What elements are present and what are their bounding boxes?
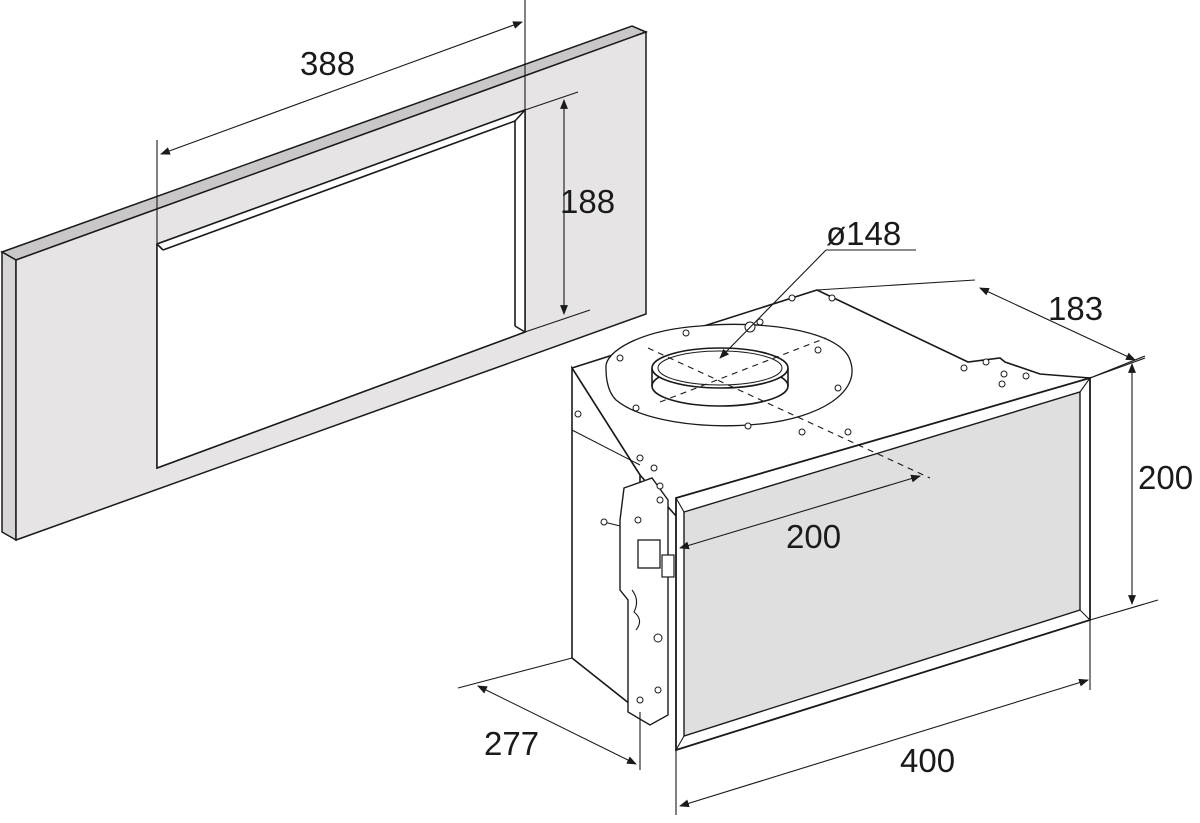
dimension-400: 400 <box>675 620 1091 815</box>
dimension-200-offset: 200 <box>679 474 921 555</box>
bracket-latch <box>637 539 661 569</box>
dimension-diameter-148: ø148 <box>719 215 916 359</box>
dim-183-label: 183 <box>1048 290 1103 327</box>
dimension-388: 388 <box>156 0 526 244</box>
dimension-200-height: 200 <box>1089 355 1193 621</box>
panel-side-edge <box>1 250 17 542</box>
dim-200-offset-label: 200 <box>786 518 841 555</box>
dim-277-label: 277 <box>484 725 539 762</box>
dim-200-height-label: 200 <box>1138 459 1193 496</box>
duct-centerlines <box>647 337 931 479</box>
cabinet-panel <box>0 25 649 542</box>
dim-400-label: 400 <box>900 742 955 779</box>
dim-148-label: ø148 <box>826 215 901 252</box>
dim-188-label: 188 <box>560 183 615 220</box>
hood-unit <box>570 289 1091 752</box>
dimension-277: 277 <box>457 657 641 770</box>
dim-388-label: 388 <box>300 45 355 82</box>
dimension-188: 188 <box>524 91 615 333</box>
duct-collar <box>651 347 789 407</box>
